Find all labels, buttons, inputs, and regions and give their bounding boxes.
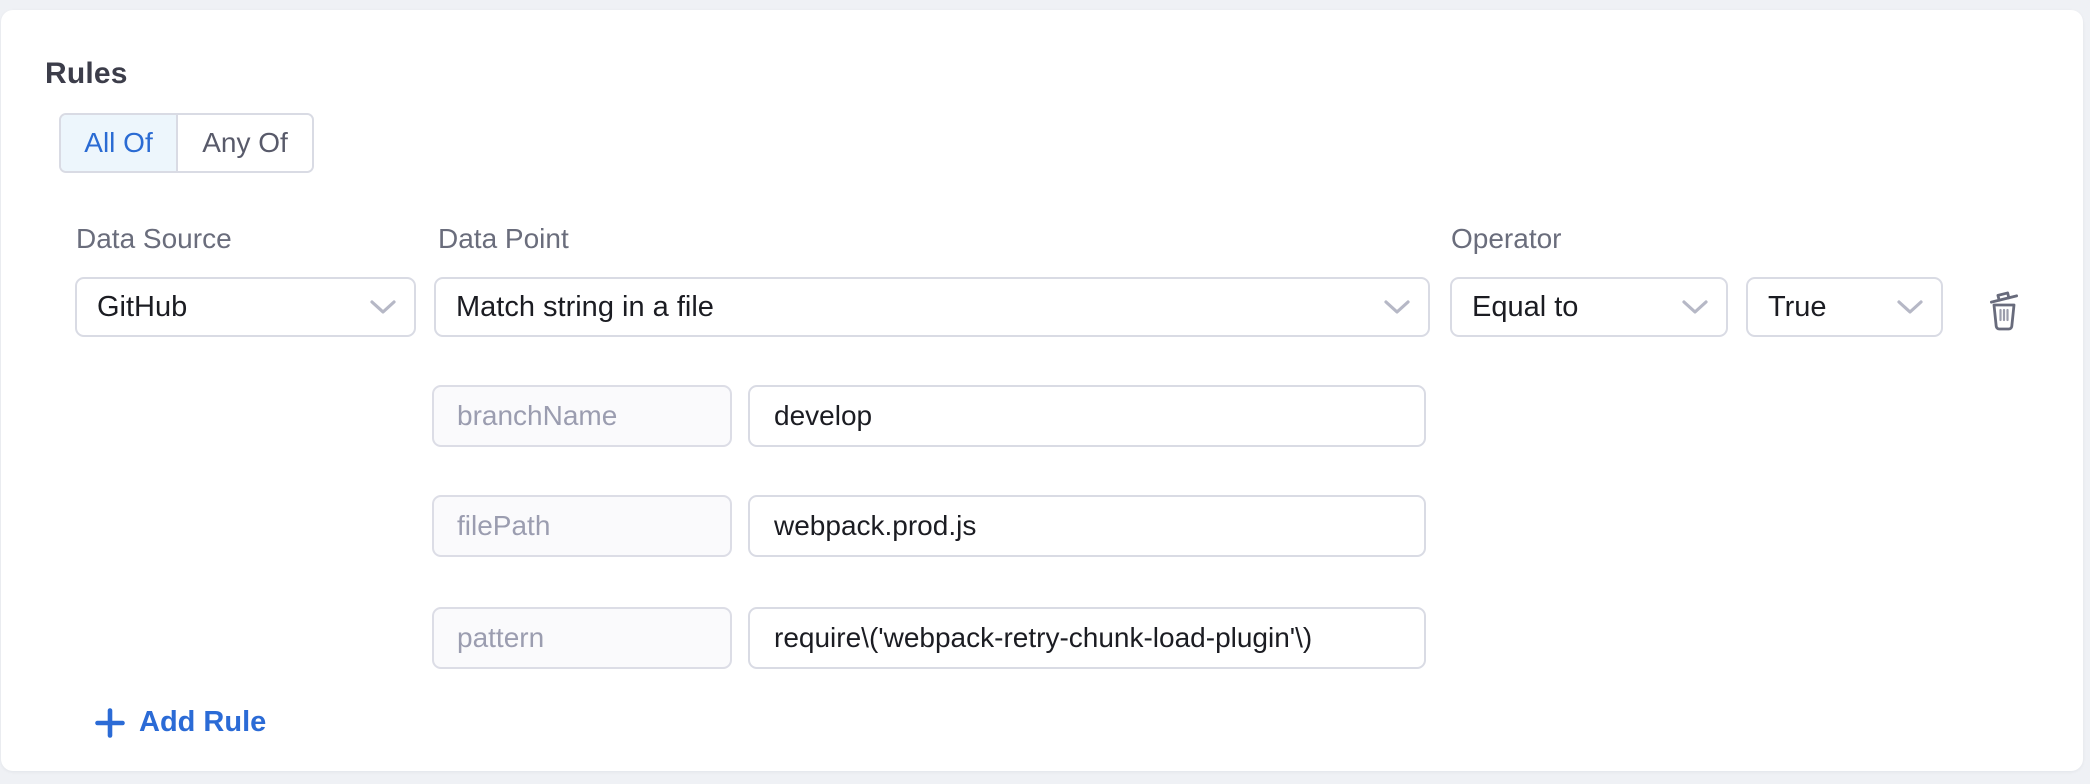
data-source-select[interactable]: GitHub <box>75 277 416 337</box>
data-source-selected-value: GitHub <box>97 290 188 323</box>
rules-heading: Rules <box>45 57 128 90</box>
data-point-selected-value: Match string in a file <box>456 290 714 323</box>
param-value-input-pattern[interactable] <box>748 607 1426 669</box>
chevron-down-icon <box>1384 300 1410 314</box>
plus-icon <box>95 707 125 738</box>
all-of-label: All Of <box>84 127 153 158</box>
comparison-value-select[interactable]: True <box>1746 277 1943 337</box>
delete-rule-button[interactable] <box>1980 285 2028 333</box>
chevron-down-icon <box>1897 300 1923 314</box>
all-of-button[interactable]: All Of <box>61 115 178 171</box>
add-rule-label: Add Rule <box>139 706 267 738</box>
param-key-file-path: filePath <box>432 495 732 557</box>
any-of-button[interactable]: Any Of <box>178 115 312 171</box>
chevron-down-icon <box>1682 300 1708 314</box>
param-key-branch-name: branchName <box>432 385 732 447</box>
param-value-input-branch-name[interactable] <box>748 385 1426 447</box>
match-mode-segmented-control: All Of Any Of <box>59 113 314 173</box>
add-rule-button[interactable]: Add Rule <box>95 706 266 739</box>
data-point-select[interactable]: Match string in a file <box>434 277 1430 337</box>
data-source-label: Data Source <box>76 223 232 254</box>
rules-card: Rules All Of Any Of Data Source Data Poi… <box>1 10 2083 771</box>
comparison-value-selected: True <box>1768 290 1827 323</box>
any-of-label: Any Of <box>202 127 288 158</box>
operator-select[interactable]: Equal to <box>1450 277 1728 337</box>
operator-selected-value: Equal to <box>1472 290 1579 323</box>
data-point-label: Data Point <box>438 223 569 254</box>
trash-icon <box>1989 291 2019 331</box>
param-value-input-file-path[interactable] <box>748 495 1426 557</box>
operator-label: Operator <box>1451 223 1562 254</box>
param-key-pattern: pattern <box>432 607 732 669</box>
chevron-down-icon <box>370 300 396 314</box>
